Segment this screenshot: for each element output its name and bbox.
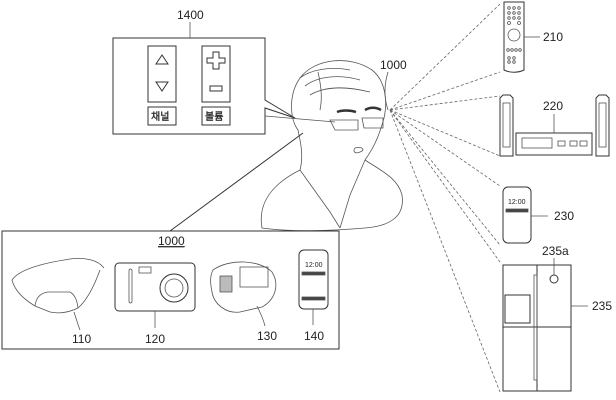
control-panel-callout — [112, 37, 296, 135]
fridge-ref: 235 — [592, 299, 612, 313]
watch-leader — [256, 305, 266, 327]
volume-down-icon[interactable] — [209, 85, 223, 92]
beam-line — [389, 109, 501, 157]
remote-control-icon — [503, 1, 525, 73]
channel-up-icon[interactable] — [155, 54, 169, 65]
channel-label: 채널 — [151, 110, 169, 123]
beam-line — [389, 109, 501, 187]
smartphone-item[interactable]: 12:00 140 — [298, 249, 329, 343]
right-speaker-icon — [595, 94, 610, 157]
fridge-sensor-icon — [549, 274, 559, 284]
audio-system-device[interactable]: 220 — [499, 94, 610, 157]
phone-ref: 230 — [554, 209, 574, 223]
device-group-box — [1, 230, 340, 350]
watch-ref: 130 — [257, 329, 277, 343]
glasses-ref: 110 — [72, 332, 91, 346]
device-group: 1000 110 120 130 12:0 — [1, 230, 340, 350]
smartphone-clock: 12:00 — [305, 262, 323, 269]
control-panel: 1400 채널 볼륨 — [112, 8, 296, 135]
smartphone-ref: 140 — [304, 329, 324, 343]
eyebrows — [336, 106, 382, 114]
watch-band-texture — [219, 275, 233, 293]
beam-line — [389, 95, 501, 111]
phone-app-bar — [505, 208, 529, 213]
smartphone-dock — [301, 296, 326, 301]
gaze-beams — [389, 3, 501, 393]
volume-label: 볼륨 — [205, 111, 223, 123]
beam-line — [389, 109, 501, 246]
volume-up-icon[interactable] — [206, 51, 226, 70]
remote-buttons — [506, 6, 522, 64]
camera-lens-outer — [159, 273, 189, 303]
camera-flash — [138, 266, 152, 274]
camera-lens-inner — [164, 278, 184, 298]
camera-item[interactable]: 120 — [114, 262, 196, 346]
remote-control-device[interactable]: 210 — [503, 1, 563, 73]
audio-ref: 220 — [543, 99, 563, 113]
device-group-title: 1000 — [158, 234, 185, 248]
right-speaker-grille — [598, 102, 607, 148]
refrigerator-device[interactable]: 235a 235 — [502, 244, 612, 392]
volume-label-box — [201, 106, 231, 126]
user-device-leader — [384, 71, 389, 111]
glasses-leader — [73, 311, 81, 331]
hair-lines — [299, 68, 371, 111]
control-panel-ref: 1400 — [177, 8, 204, 22]
channel-down-icon[interactable] — [155, 81, 169, 92]
beam-line — [389, 71, 501, 111]
sensor-ref: 235a — [542, 244, 569, 258]
smart-watch-icon — [210, 261, 277, 313]
audio-receiver-icon — [515, 132, 593, 156]
head-and-shoulders-outline — [260, 60, 403, 232]
smartphone-target-icon — [502, 186, 532, 244]
left-speaker-icon — [499, 94, 514, 157]
smart-glasses-item[interactable]: 110 — [11, 258, 105, 346]
channel-button-group[interactable] — [147, 45, 177, 103]
user-figure: 1000 — [260, 58, 407, 232]
face-details — [299, 147, 366, 229]
fridge-handle — [533, 274, 538, 381]
smartphone-icon — [298, 249, 329, 310]
camera-grip — [128, 268, 133, 304]
camera-ref: 120 — [145, 332, 165, 346]
channel-label-box — [147, 106, 177, 126]
device-group-connector — [169, 132, 304, 232]
receiver-display — [521, 137, 553, 149]
left-speaker-grille — [502, 102, 511, 148]
phone-clock: 12:00 — [508, 199, 526, 206]
smart-watch-item[interactable]: 130 — [210, 261, 278, 343]
remote-dpad — [507, 28, 521, 42]
beam-line — [389, 3, 501, 111]
smartphone-target-device[interactable]: 12:00 230 — [502, 186, 574, 244]
glasses-on-user — [264, 115, 384, 131]
beam-line — [389, 109, 501, 263]
remote-ref: 210 — [543, 30, 563, 44]
smartphone-app-bar — [301, 271, 326, 276]
water-dispenser — [504, 294, 531, 324]
smart-glasses-icon — [11, 258, 105, 314]
watch-screen — [239, 266, 269, 288]
beam-line — [389, 109, 501, 393]
user-device-ref: 1000 — [380, 58, 407, 72]
volume-button-group[interactable] — [201, 45, 231, 103]
